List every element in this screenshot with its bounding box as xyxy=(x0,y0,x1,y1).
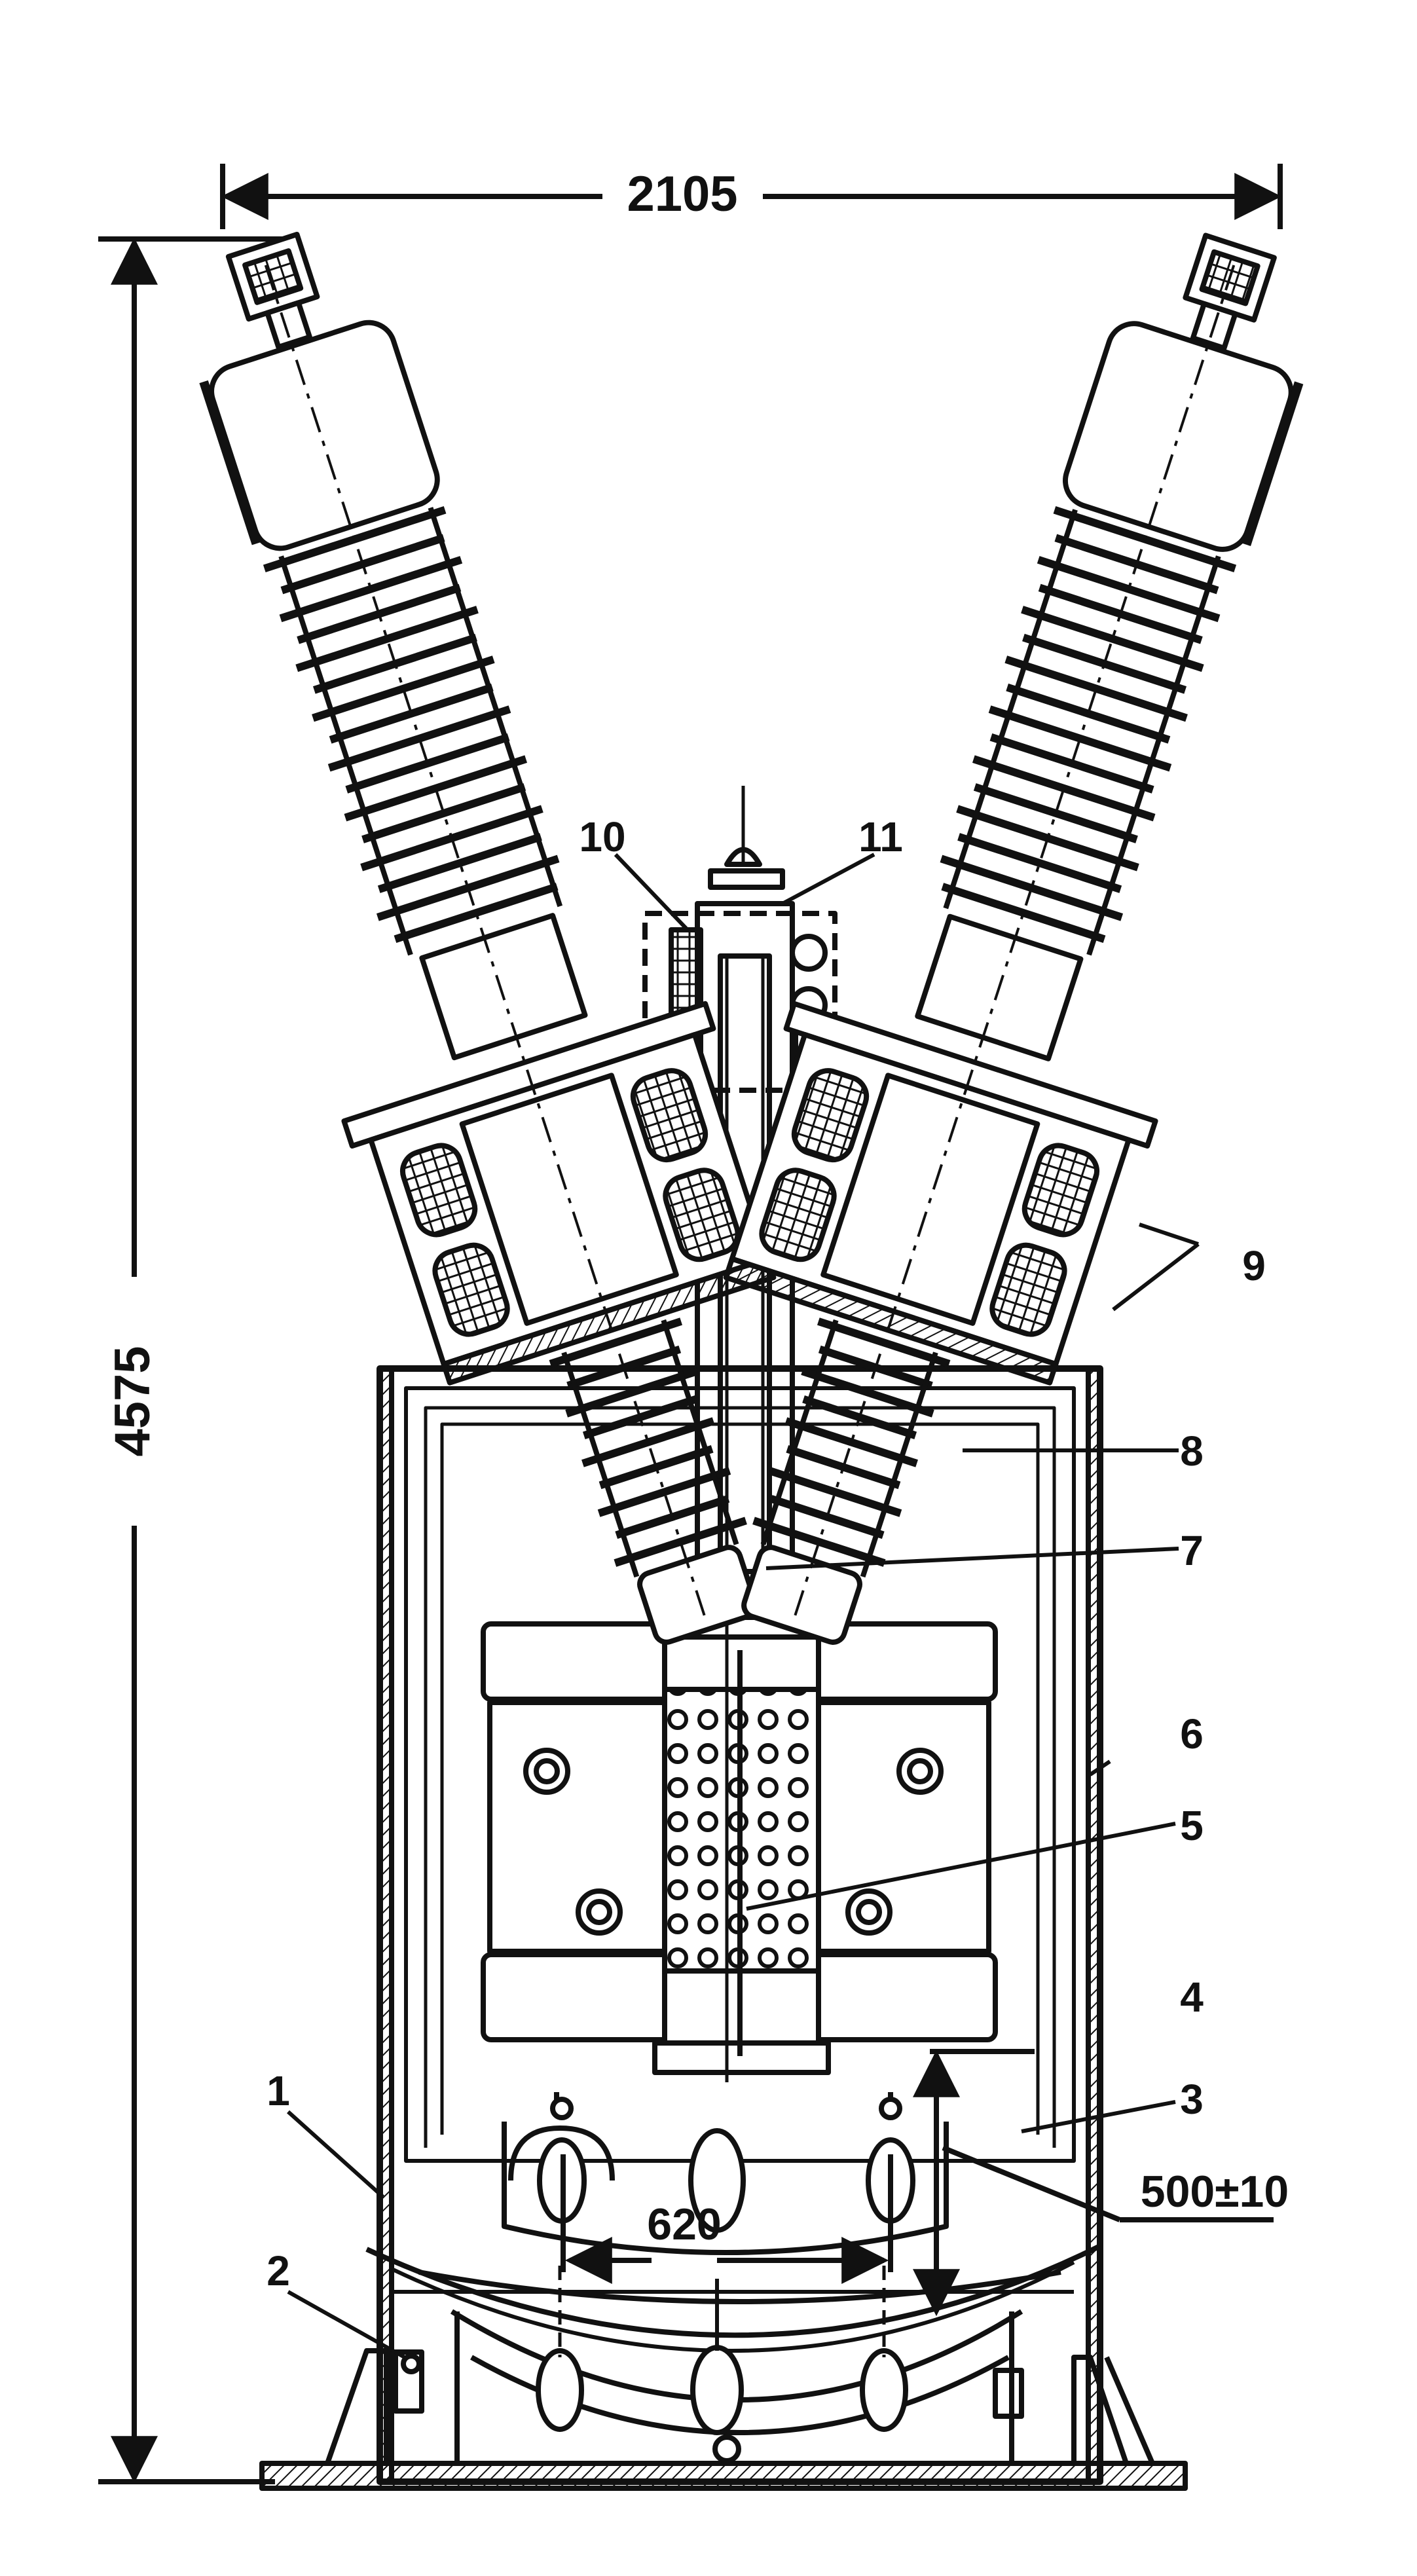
leaders xyxy=(286,853,1200,2359)
dim-width xyxy=(220,164,1283,229)
callout-6: 6 xyxy=(1180,1710,1204,1757)
callout-1: 1 xyxy=(267,2067,290,2114)
callout-3: 3 xyxy=(1180,2076,1204,2123)
dim-height-label: 4575 xyxy=(105,1346,160,1456)
dim-height xyxy=(98,236,288,2484)
bolt-heads xyxy=(523,1748,944,1936)
callout-4: 4 xyxy=(1180,1974,1204,2021)
left-bushing xyxy=(199,231,777,1645)
callout-8: 8 xyxy=(1180,1427,1204,1475)
callout-9: 9 xyxy=(1242,1242,1266,1289)
callout-7: 7 xyxy=(1180,1527,1204,1574)
right-bushing xyxy=(723,232,1304,1645)
lower-insulators xyxy=(536,2266,908,2463)
labels: 2105 4575 620 500±10 1 2 3 4 5 6 7 8 9 1… xyxy=(105,166,1289,2294)
arc-chamber xyxy=(481,1621,998,2075)
callout-2: 2 xyxy=(267,2247,290,2294)
dim-620-label: 620 xyxy=(647,2199,721,2249)
tank xyxy=(259,1365,1188,2491)
upper-insulators xyxy=(502,2092,949,2255)
callout-10: 10 xyxy=(579,813,625,860)
dim-500 xyxy=(913,2049,1274,2317)
dim-width-label: 2105 xyxy=(627,166,737,222)
dim-620 xyxy=(393,2154,1074,2294)
callout-5: 5 xyxy=(1180,1802,1204,1849)
dim-500-label: 500±10 xyxy=(1141,2167,1289,2217)
callout-11: 11 xyxy=(858,813,903,860)
